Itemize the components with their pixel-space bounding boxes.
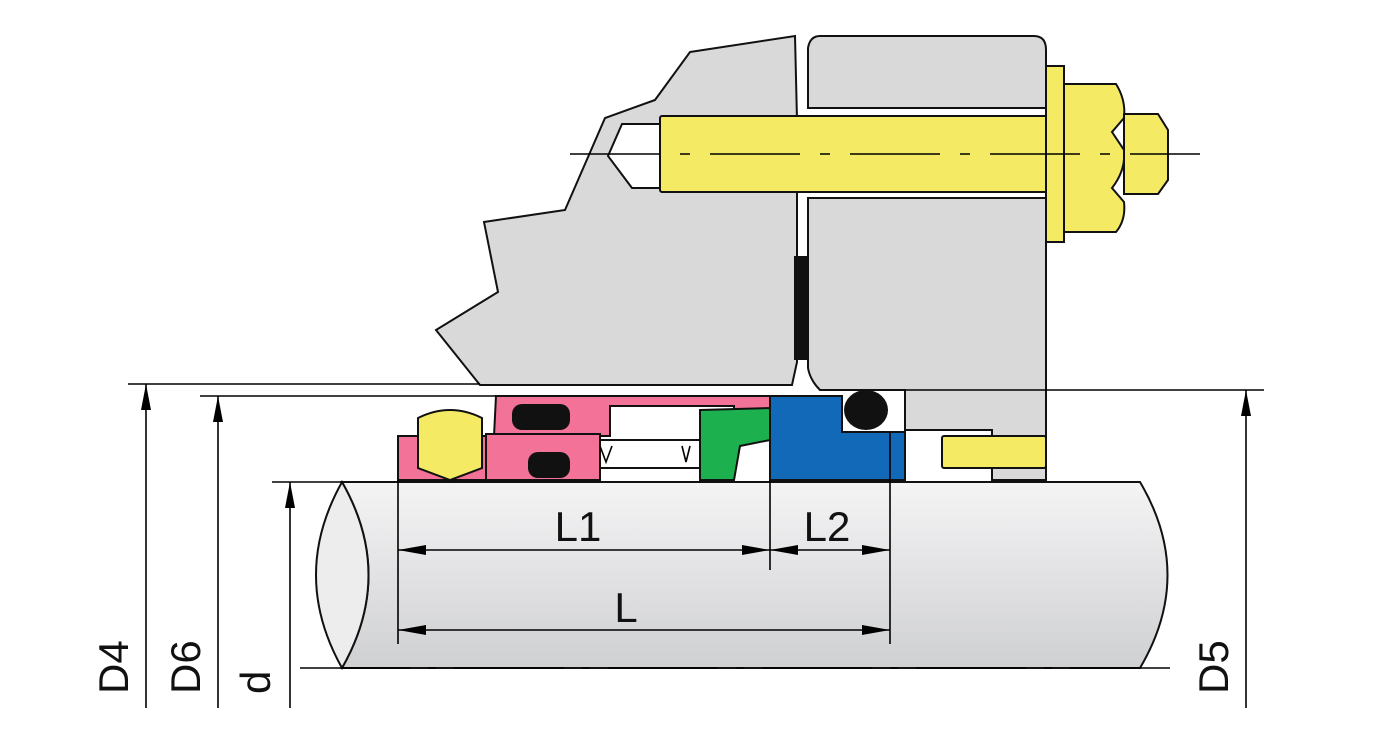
shaft — [340, 481, 1169, 669]
gland-gasket — [794, 256, 808, 360]
gland-pin — [941, 435, 1047, 469]
oring-outer-seat — [844, 390, 888, 430]
seal-gland — [807, 35, 1047, 481]
oring-holder-bottom — [528, 452, 570, 478]
label-L1: L1 — [555, 503, 602, 550]
anti-rotation-ring — [699, 406, 771, 481]
spring-left — [599, 445, 613, 465]
set-screw — [417, 409, 483, 482]
spring-cavity — [599, 439, 701, 469]
pump-housing — [434, 34, 799, 386]
label-D6: D6 — [162, 640, 209, 694]
label-d: d — [232, 671, 279, 694]
label-D4: D4 — [90, 640, 137, 694]
label-D5: D5 — [1190, 640, 1237, 694]
label-L2: L2 — [804, 503, 851, 550]
label-L: L — [614, 584, 637, 631]
spring-right — [681, 445, 691, 463]
oring-holder-top — [512, 404, 570, 430]
housing-bolt-hole — [606, 123, 661, 189]
bolt-nut — [1063, 83, 1126, 233]
